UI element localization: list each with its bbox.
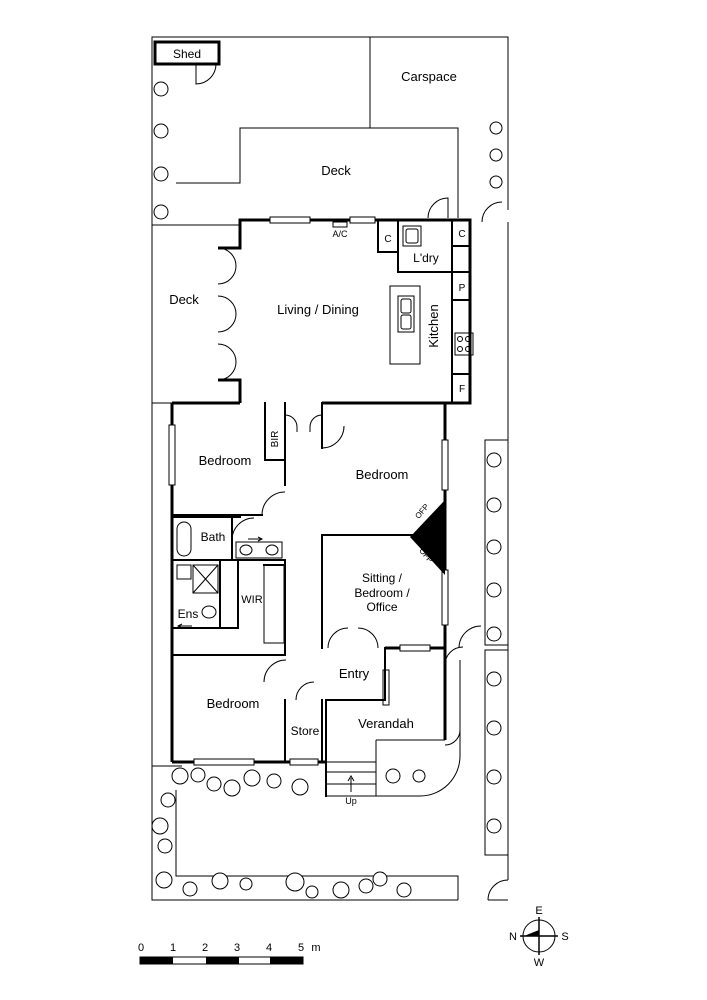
- compass-north: N: [509, 931, 517, 943]
- deck-outline: [152, 127, 459, 226]
- windows: [168, 216, 449, 766]
- label-entry: Entry: [339, 666, 370, 681]
- label-carspace: Carspace: [401, 69, 457, 84]
- label-living-dining: Living / Dining: [277, 302, 359, 317]
- scale-unit: m: [311, 942, 320, 954]
- scale-tick-1: 1: [170, 942, 176, 954]
- shed: [153, 40, 221, 85]
- scale-tick-2: 2: [202, 942, 208, 954]
- label-sitting-line1: Sitting /: [362, 571, 403, 585]
- shrubs: [151, 81, 503, 899]
- label-pantry: P: [459, 283, 466, 294]
- label-laundry: L'dry: [413, 251, 439, 265]
- label-sitting-line2: Bedroom /: [354, 586, 410, 600]
- label-kitchen: Kitchen: [426, 304, 441, 347]
- label-bedroom-2: Bedroom: [356, 467, 409, 482]
- label-bedroom-3: Bedroom: [207, 696, 260, 711]
- scale-tick-0: 0: [138, 942, 144, 954]
- label-cupboard-c2: C: [458, 229, 465, 240]
- label-bath: Bath: [201, 530, 226, 544]
- deck-bifold-doors: [217, 247, 237, 381]
- label-cupboard-c1: C: [384, 234, 391, 245]
- scale-tick-4: 4: [266, 942, 272, 954]
- label-ac: A/C: [332, 229, 348, 239]
- label-shed: Shed: [173, 47, 201, 61]
- compass-south: S: [561, 931, 568, 943]
- label-sitting-line3: Office: [366, 600, 397, 614]
- label-verandah: Verandah: [358, 716, 414, 731]
- compass-rose: E N S W: [509, 905, 569, 969]
- label-wir: WIR: [241, 594, 262, 606]
- room-labels: Shed Carspace Deck Deck A/C C C L'dry P …: [169, 47, 465, 806]
- label-store: Store: [291, 724, 320, 738]
- interior-walls: [152, 219, 509, 900]
- label-bedroom-1: Bedroom: [199, 453, 252, 468]
- label-deck-side: Deck: [169, 292, 199, 307]
- scale-tick-3: 3: [234, 942, 240, 954]
- label-fridge: F: [459, 384, 465, 395]
- label-deck-top: Deck: [321, 163, 351, 178]
- compass-east: E: [535, 905, 542, 917]
- label-up: Up: [345, 796, 357, 806]
- scale-tick-5: 5: [298, 942, 304, 954]
- label-ens: Ens: [178, 607, 199, 621]
- compass-west: W: [534, 957, 545, 969]
- scale-bar: 0 1 2 3 4 5 m: [138, 942, 321, 965]
- label-bir: BIR: [270, 431, 281, 448]
